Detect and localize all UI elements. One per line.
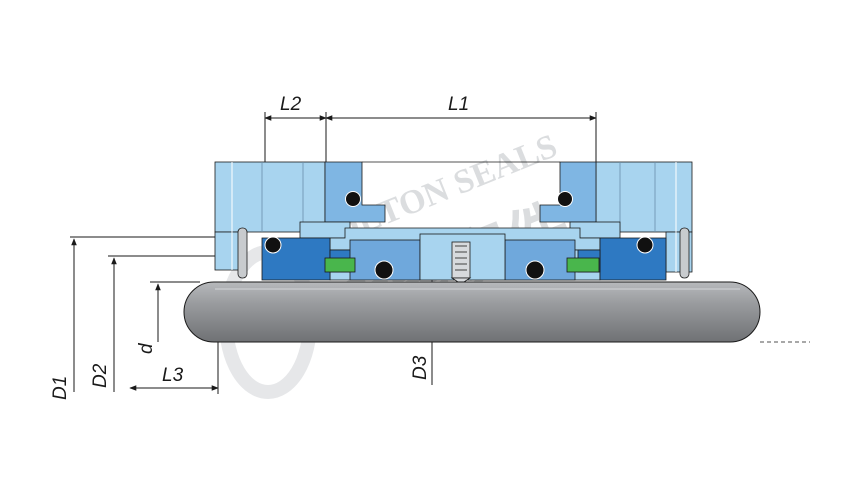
right-drive-pin [679,227,690,279]
left-green-seat [324,257,356,273]
label-D3: D3 [410,355,431,380]
left-gland-housing [214,161,326,271]
right-green-seat [566,257,600,273]
o-ring-top-left [345,191,361,207]
left-drive-pin [237,227,248,279]
label-L2: L2 [280,94,302,115]
label-D2: D2 [90,363,111,388]
center-collar [419,233,506,285]
label-L3: L3 [162,365,184,386]
o-ring-right-face [636,236,654,254]
label-D1: D1 [50,376,71,400]
label-L1: L1 [448,94,469,115]
drive-pins [237,227,690,279]
o-ring-right-sleeve [525,260,545,280]
o-ring-left-sleeve [374,260,394,280]
shaft [183,281,761,343]
dimension-labels: L2 L1 L3 D1 D2 d D3 [50,94,469,400]
label-d: d [136,342,157,354]
o-rings [264,191,654,280]
o-ring-top-right [557,191,573,207]
o-ring-left-face [264,236,282,254]
